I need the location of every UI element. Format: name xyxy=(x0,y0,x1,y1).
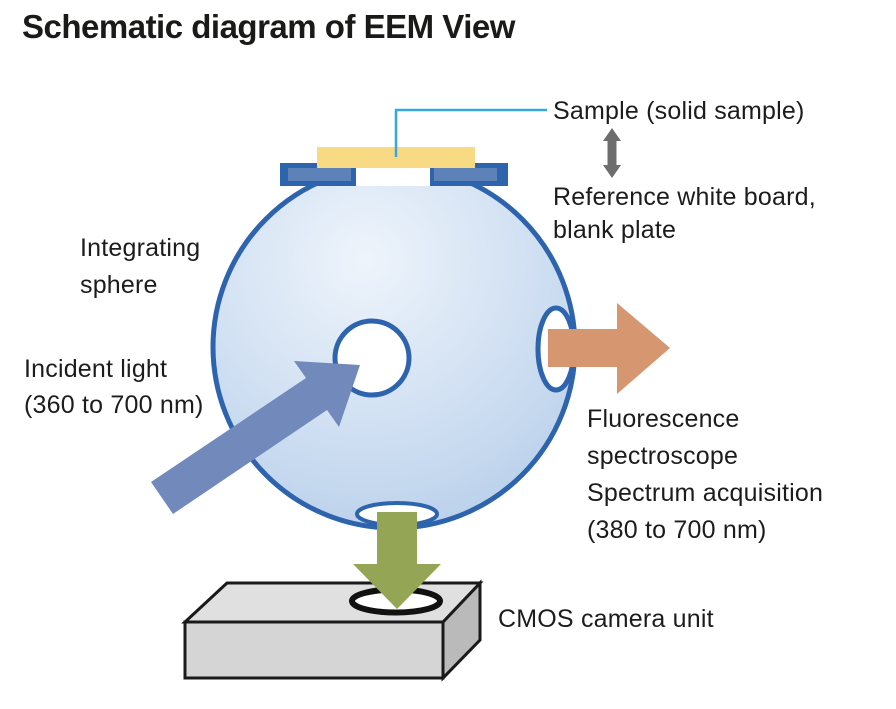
sample-plate-inner-right xyxy=(434,168,497,181)
sample-plate-inner-left xyxy=(288,168,351,181)
integrating-sphere-label-line2: sphere xyxy=(80,271,158,299)
cmos-camera-label: CMOS camera unit xyxy=(498,605,714,633)
incident-light-arrow xyxy=(151,361,360,514)
fluorescence-label: Fluorescence spectroscope Spectrum acqui… xyxy=(587,401,823,549)
fluorescence-label-line2: spectroscope xyxy=(587,442,739,470)
sample-slab xyxy=(317,147,475,168)
integrating-sphere-label-line1: Integrating xyxy=(80,234,201,262)
page-title: Schematic diagram of EEM View xyxy=(22,8,515,45)
reference-label-line1: Reference white board, xyxy=(553,183,816,211)
camera-box-front-face xyxy=(183,620,445,680)
fluorescence-arrow xyxy=(548,303,670,394)
reference-label-line2: blank plate xyxy=(553,216,677,244)
detector-path-arrow xyxy=(353,512,441,609)
fluorescence-label-line3: Spectrum acquisition xyxy=(587,479,824,507)
fluorescence-label-line4: (380 to 700 nm) xyxy=(587,516,767,544)
incident-light-label: Incident light (360 to 700 nm) xyxy=(24,351,204,423)
sample-plate-aperture xyxy=(356,163,430,186)
sample-callout-line xyxy=(394,108,547,157)
reference-label: Reference white board, blank plate xyxy=(553,181,816,247)
fluorescence-label-line1: Fluorescence xyxy=(587,405,740,433)
incident-light-label-line1: Incident light xyxy=(24,355,168,383)
swap-double-arrow-icon xyxy=(603,128,621,178)
sample-label: Sample (solid sample) xyxy=(553,97,805,125)
incident-light-label-line2: (360 to 700 nm) xyxy=(24,391,204,419)
integrating-sphere-label: Integrating sphere xyxy=(80,230,200,304)
